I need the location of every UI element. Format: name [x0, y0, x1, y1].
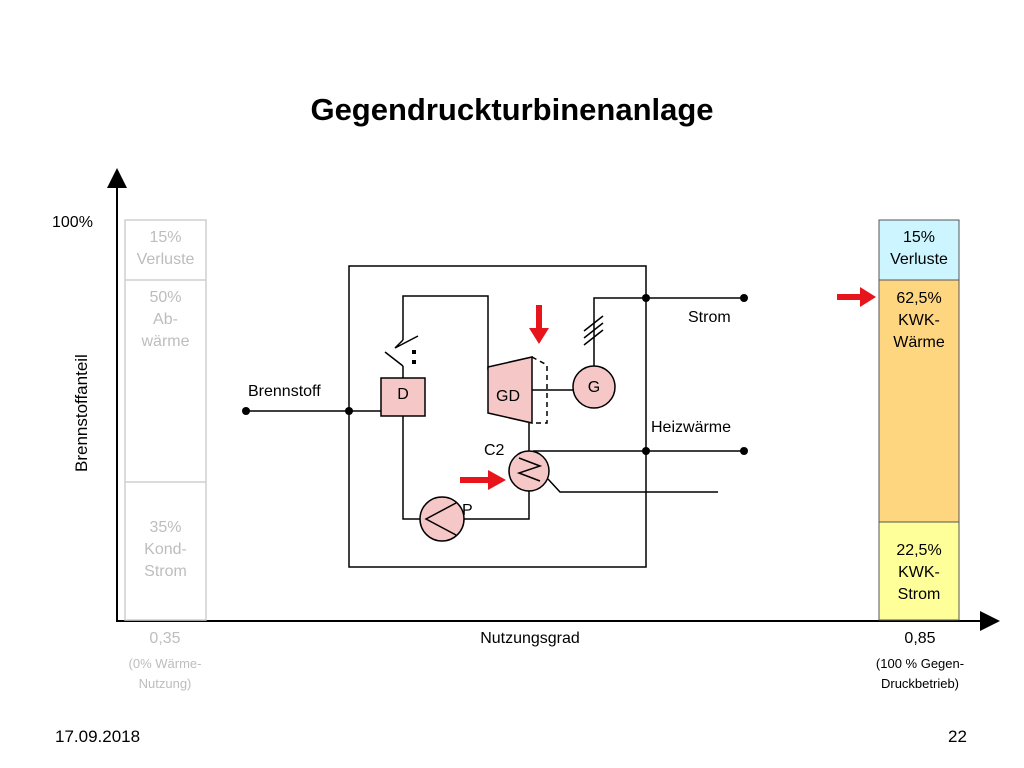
- fuel-label: Brennstoff: [248, 383, 321, 400]
- right-bar-note: (100 % Gegen-Druckbetrieb): [875, 656, 965, 691]
- left-bar-kondstrom-label: 35%Kond-Strom: [144, 519, 187, 580]
- fuel-node-boundary: [345, 407, 353, 415]
- y-axis-top-tick: 100%: [52, 214, 93, 231]
- left-bar-abwaerme-label: 50%Ab-wärme: [141, 289, 190, 350]
- right-bar-kwk-strom-label: 22,5%KWK-Strom: [896, 542, 942, 603]
- right-bar: [878, 219, 960, 621]
- footer-date: 17.09.2018: [55, 727, 141, 746]
- right-bar-kwk-waerme-label: 62,5%KWK-Wärme: [893, 290, 945, 351]
- power-label: Strom: [688, 309, 731, 326]
- heat-label: Heizwärme: [651, 419, 732, 436]
- right-bar-verluste-label: 15%Verluste: [890, 229, 948, 268]
- plant-boundary: [348, 265, 647, 568]
- left-bar-note: (0% Wärme-Nutzung): [128, 656, 202, 691]
- y-axis-label: Brennstoffanteil: [72, 354, 91, 472]
- right-bar-value: 0,85: [904, 630, 936, 647]
- generator-label: G: [587, 379, 601, 396]
- heat-exchanger-c2: [508, 450, 550, 492]
- footer-page-number: 22: [948, 727, 967, 746]
- fuel-node-outer: [242, 407, 250, 415]
- x-axis-label: Nutzungsgrad: [480, 630, 580, 647]
- steam-valve: [384, 335, 419, 367]
- boiler-d: [380, 377, 426, 417]
- pump-label: P: [462, 502, 473, 519]
- turbine-gd: [487, 356, 533, 424]
- left-bar-verluste-label: 15%Verluste: [136, 229, 195, 268]
- c2-label: C2: [484, 442, 505, 459]
- boiler-label: D: [397, 386, 409, 403]
- left-bar: [124, 219, 207, 621]
- heat-node-boundary: [642, 447, 650, 455]
- power-node-outer: [740, 294, 748, 302]
- left-bar-value: 0,35: [149, 630, 181, 647]
- right-bar-kwk-waerme: [878, 279, 960, 523]
- power-node-boundary: [642, 294, 650, 302]
- red-arrows: [460, 287, 876, 490]
- heat-node-outer: [740, 447, 748, 455]
- page-title: Gegendruckturbinenanlage: [310, 92, 714, 127]
- turbine-label: GD: [496, 388, 520, 405]
- right-bar-kwk-strom: [878, 521, 960, 621]
